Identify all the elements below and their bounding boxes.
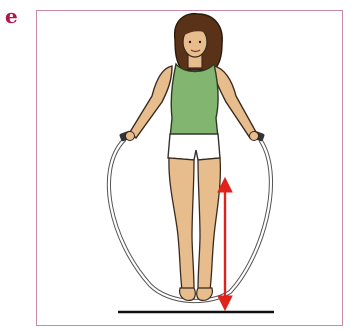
legs [169, 158, 220, 290]
feet [180, 288, 213, 300]
face [183, 25, 208, 57]
tank-top [170, 64, 218, 141]
shorts [168, 134, 220, 160]
